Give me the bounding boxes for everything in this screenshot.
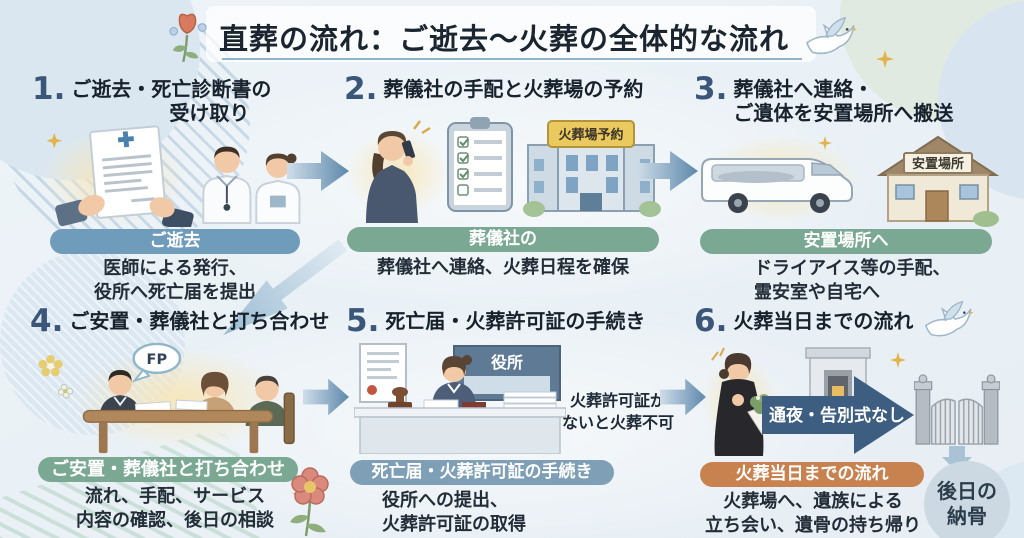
rest-place-sign	[903, 152, 973, 175]
cemetery-gate-illustration	[914, 374, 1000, 445]
step-3-heading-line2: ご遺体を安置場所へ搬送	[733, 100, 954, 125]
title-underline	[222, 58, 802, 60]
fp-speech-bubble	[132, 342, 182, 375]
step-2-number: 2.	[344, 71, 378, 107]
step-6-header: 6. 火葬当日までの流れ	[694, 306, 913, 337]
later-interment-circle: 後日の 納骨	[924, 461, 1010, 538]
step-1-badge: ご逝去	[50, 229, 300, 255]
title-row: 直葬の流れ：ご逝去～火葬の全体的な流れ	[0, 10, 1024, 64]
certificate-hands-doctors-drawing	[40, 125, 301, 232]
warning-line2: ないと火葬不可	[561, 412, 674, 432]
meeting-table-drawing: FP	[38, 342, 295, 454]
step-5-number: 5.	[346, 303, 380, 339]
flow-arrow-icon	[636, 151, 698, 191]
pink-flower-icon	[290, 467, 329, 537]
step-2-badge: 葬儀社の	[347, 227, 659, 252]
wrap-arrow-icon	[223, 239, 348, 336]
step-6-note-line2: 立ち会い、遺骨の持ち帰り	[705, 514, 921, 536]
office-clerk-drawing: 役所	[353, 343, 567, 455]
step-4-header: 4. ご安置・葬儀社と打ち合わせ	[30, 306, 338, 337]
tulip-flower-icon	[169, 13, 207, 63]
dove-icon	[806, 16, 857, 55]
phone-checklist-building-drawing: 火葬場予約	[346, 117, 661, 223]
step-3-note: ドライアイス等の手配、 霊安室や自宅へ	[694, 257, 1016, 305]
city-office-sign-label: 役所	[491, 353, 523, 372]
step-5-note-line2: 火葬許可証の取得	[382, 513, 526, 535]
step-1-heading-line1: ご逝去・死亡診断書の	[71, 77, 272, 101]
cremation-day-illustration: 通夜・告別式なし	[694, 342, 1024, 472]
page-title: 直葬の流れ：ご逝去～火葬の全体的な流れ	[218, 22, 789, 56]
sparkle-icon	[890, 352, 906, 368]
step-1-note-line2: 役所へ死亡届を提出	[94, 281, 256, 303]
step-6-number: 6.	[694, 303, 728, 339]
step-3: 3. 葬儀社へ連絡・ ご遺体を安置場所へ搬送 安置場所	[694, 74, 1016, 305]
small-flowers	[38, 355, 74, 399]
step-1-note: 医師による発行、 役所へ死亡届を提出	[32, 257, 318, 305]
funeral-arrangement-illustration: 火葬場予約	[344, 113, 662, 225]
step-3-note-line2: 霊安室や自宅へ	[754, 281, 880, 303]
step-1-number: 1.	[32, 71, 66, 107]
later-interment-line2: 納骨	[947, 504, 987, 528]
step-3-number: 3.	[694, 71, 728, 107]
step-4-number: 4.	[30, 303, 64, 339]
step-6-note-line1: 火葬場へ、遺族による	[723, 491, 903, 512]
step-5-note-line1: 役所への提出、	[382, 490, 508, 511]
step-5: 5. 死亡届・火葬許可証の手続き 役所	[346, 306, 680, 538]
flow-arrow-icon	[287, 151, 349, 191]
step-6-heading: 火葬当日までの流れ	[733, 309, 914, 333]
step-5-badge: 死亡届・火葬許可証の手続き	[350, 460, 614, 485]
rest-place-sign-label: 安置場所	[912, 156, 964, 172]
step-3-header: 3. 葬儀社へ連絡・ ご遺体を安置場所へ搬送	[694, 74, 1016, 125]
step-3-heading: 葬儀社へ連絡・ ご遺体を安置場所へ搬送	[733, 74, 953, 125]
wrap-arrow-container	[208, 239, 358, 338]
warning-line1: 火葬許可証が	[569, 391, 666, 410]
step-2-note: 葬儀社へ連絡、火葬日程を確保	[377, 257, 629, 278]
step-1: 1. ご逝去・死亡診断書の 受け取り	[32, 74, 318, 305]
step-4: 4. ご安置・葬儀社と打ち合わせ FP	[30, 306, 338, 533]
title-panel	[206, 6, 816, 62]
meeting-illustration: FP	[30, 341, 338, 455]
crematorium-sign	[547, 120, 635, 148]
step-1-note-line1: 医師による発行、	[103, 258, 247, 280]
step-4-heading: ご安置・葬儀社と打ち合わせ	[69, 309, 330, 333]
step-1-header: 1. ご逝去・死亡診断書の 受け取り	[32, 74, 318, 125]
mourner-illustration	[702, 347, 778, 456]
step-6-badge: 火葬当日までの流れ	[700, 462, 924, 487]
step-3-badge: 安置場所へ	[700, 229, 992, 255]
step-5-note: 役所への提出、 火葬許可証の取得	[382, 489, 526, 537]
step-2-heading: 葬儀社の手配と火葬場の予約	[383, 77, 644, 101]
step-4-note: 流れ、手配、サービス 内容の確認、後日の相談	[30, 485, 320, 533]
step-6: 6. 火葬当日までの流れ	[694, 300, 1024, 538]
step-1-heading-line2: 受け取り	[169, 100, 250, 125]
fp-bubble-label: FP	[147, 352, 168, 368]
down-arrow-icon	[942, 446, 972, 472]
step-1-heading: ご逝去・死亡診断書の 受け取り	[71, 74, 271, 125]
sparkle-icon	[876, 50, 894, 68]
cremation-permit-warning: 火葬許可証が ないと火葬不可	[556, 390, 680, 433]
city-office-illustration: 役所	[353, 342, 567, 455]
no-wake-label: 通夜・告別式なし	[769, 406, 905, 426]
step-2: 2. 葬儀社の手配と火葬場の予約	[344, 74, 662, 280]
step-4-note-line2: 内容の確認、後日の相談	[76, 509, 274, 531]
step-3-heading-line1: 葬儀社へ連絡・	[733, 77, 874, 101]
dove-icon	[924, 300, 974, 337]
step-6-note: 火葬場へ、遺族による 立ち会い、遺骨の持ち帰り	[694, 490, 932, 538]
van-house-drawing: 安置場所	[700, 135, 1000, 228]
transport-illustration: 安置場所	[694, 127, 1016, 228]
flow-arrow-icon	[660, 378, 706, 416]
step-2-header: 2. 葬儀社の手配と火葬場の予約	[344, 74, 662, 105]
step-4-badge: ご安置・葬儀社と打ち合わせ	[38, 457, 298, 482]
step-3-note-line1: ドライアイス等の手配、	[754, 258, 951, 280]
step-5-header: 5. 死亡届・火葬許可証の手続き	[346, 306, 680, 337]
step-4-note-line1: 流れ、手配、サービス	[84, 486, 266, 507]
step-5-heading: 死亡届・火葬許可証の手続き	[385, 309, 646, 333]
crematorium-sign-label: 火葬場予約	[558, 127, 623, 143]
no-wake-arrow-icon	[762, 376, 914, 454]
death-certificate-illustration	[32, 125, 318, 232]
flow-arrow-icon	[303, 378, 349, 416]
later-interment-line1: 後日の	[937, 479, 997, 503]
